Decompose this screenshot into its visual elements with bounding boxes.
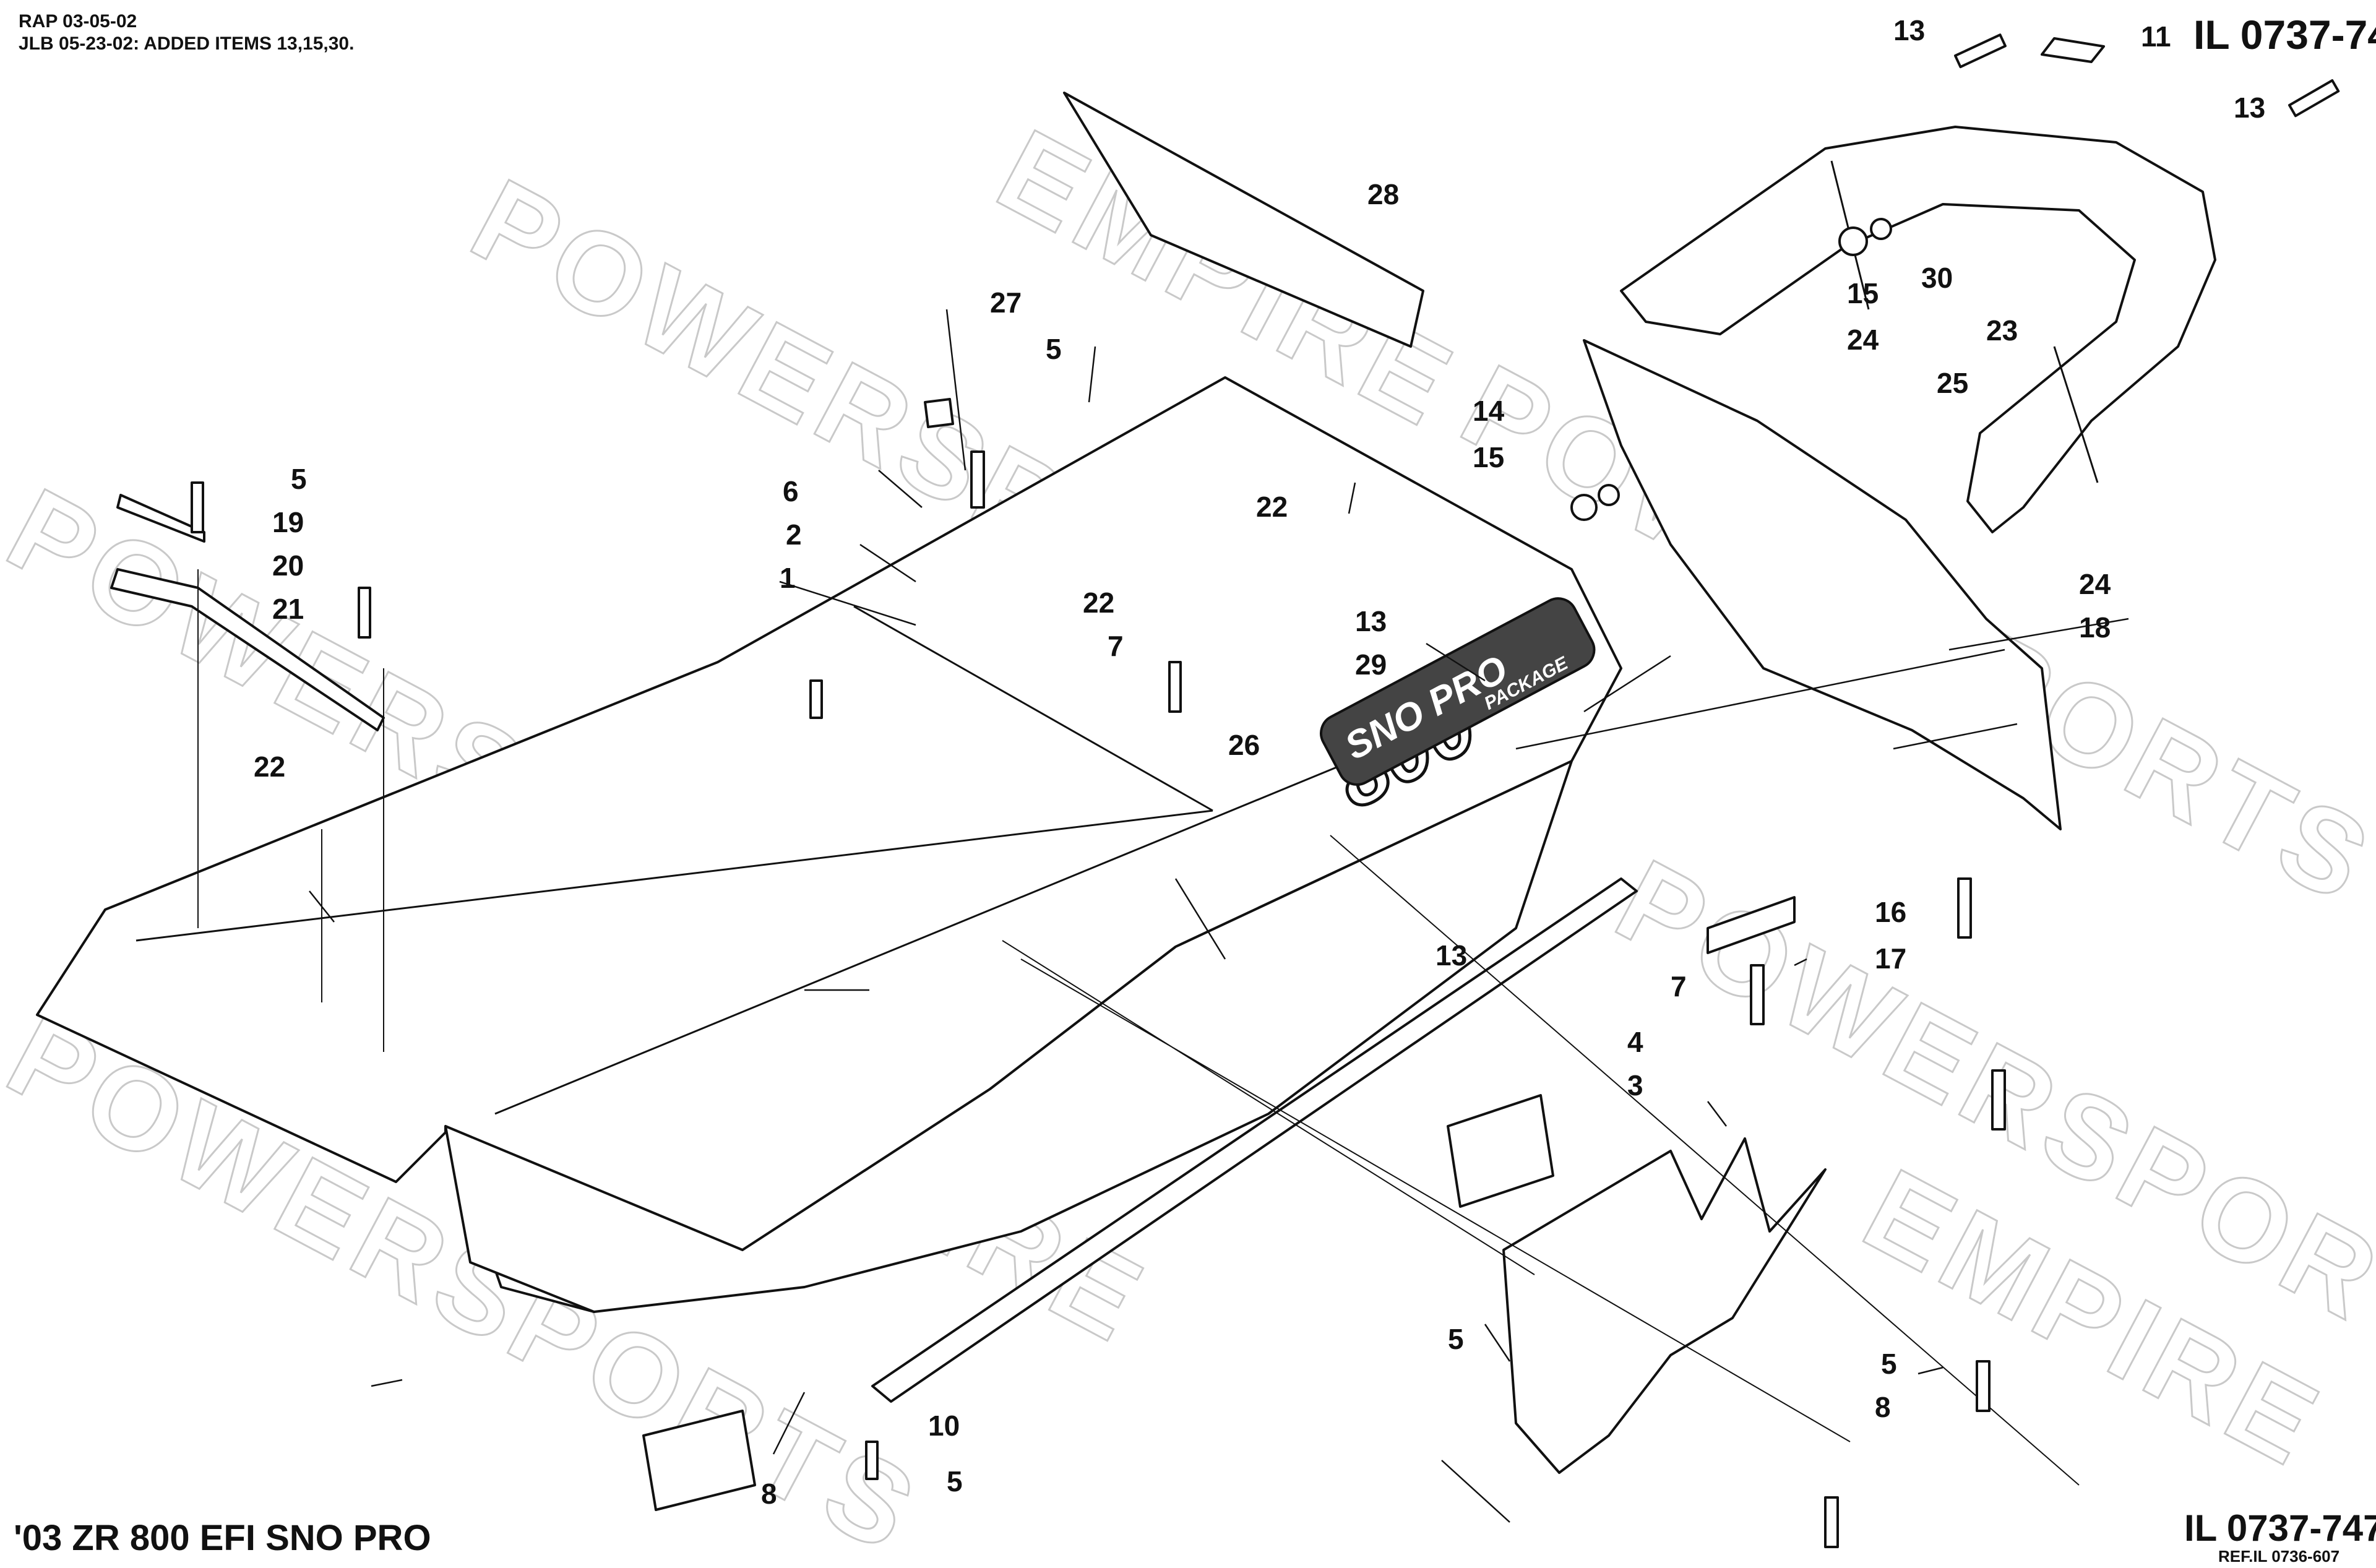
callout-5: 5 (1881, 1348, 1897, 1380)
callout-24: 24 (2079, 568, 2111, 600)
callout-22: 22 (254, 751, 285, 783)
callout-10: 10 (928, 1410, 960, 1442)
rear-bumper (1583, 339, 2062, 830)
bolt (191, 481, 204, 533)
bolt (970, 450, 985, 509)
fasteners (191, 33, 2340, 1548)
runner (871, 877, 1638, 1403)
leader-lines (309, 309, 2129, 1523)
model-title: '03 ZR 800 EFI SNO PRO (14, 1518, 431, 1558)
callout-26: 26 (1228, 729, 1260, 761)
callout-8: 8 (761, 1478, 777, 1510)
callout-30: 30 (1921, 262, 1953, 294)
callout-23: 23 (1986, 314, 2018, 347)
callout-3: 3 (1627, 1069, 1643, 1101)
bolt (1976, 1360, 1991, 1412)
nut (1838, 226, 1868, 256)
callout-21: 21 (272, 593, 304, 625)
callout-13: 13 (1355, 605, 1387, 637)
callout-20: 20 (272, 549, 304, 582)
callout-17: 17 (1875, 942, 1906, 975)
callout-4: 4 (1627, 1026, 1643, 1058)
bolt (1750, 964, 1765, 1025)
callout-13: 13 (1893, 14, 1925, 46)
callout-18: 18 (2079, 611, 2111, 644)
rail-bracket (116, 494, 205, 543)
bolt (865, 1441, 879, 1480)
callout-5: 5 (1046, 333, 1062, 365)
reference-number: REF.IL 0736-607 (2218, 1547, 2340, 1566)
callout-1: 1 (780, 562, 796, 594)
bolt (809, 679, 823, 719)
hitch-plate (1447, 1094, 1554, 1208)
tunnel (36, 376, 1622, 1313)
snow-flap (1502, 1137, 1827, 1474)
callout-19: 19 (272, 506, 304, 538)
callout-5: 5 (1448, 1323, 1464, 1355)
bolt (1954, 33, 2007, 69)
assembly-lines (197, 569, 2080, 1486)
callout-2: 2 (786, 519, 802, 551)
decal-11 (2041, 37, 2105, 63)
callout-15: 15 (1847, 277, 1879, 309)
callout-27: 27 (990, 286, 1022, 319)
lower-mount-plate (642, 1410, 756, 1511)
bolt (1991, 1069, 2006, 1131)
callout-6: 6 (783, 475, 799, 507)
callout-16: 16 (1875, 896, 1906, 928)
bolt (2288, 79, 2340, 118)
illustration-number-top: IL 0737-747 (2193, 12, 2376, 58)
callout-22: 22 (1256, 491, 1288, 523)
illustration-number-bottom: IL 0737-747 (2184, 1507, 2376, 1549)
callout-25: 25 (1937, 367, 1968, 399)
decal-27 (924, 398, 954, 428)
callout-29: 29 (1355, 648, 1387, 681)
revision-note-2: JLB 05-23-02: ADDED ITEMS 13,15,30. (19, 33, 355, 54)
callout-8: 8 (1875, 1391, 1891, 1423)
revision-note-1: RAP 03-05-02 (19, 11, 137, 32)
bolt (1168, 661, 1182, 713)
callout-13: 13 (1436, 939, 1467, 971)
bolt (1957, 877, 1972, 939)
callout-22: 22 (1083, 587, 1114, 619)
washer (1598, 484, 1620, 506)
callout-5: 5 (291, 463, 307, 495)
washer (1870, 218, 1892, 240)
callout-5: 5 (947, 1465, 963, 1497)
callout-7: 7 (1671, 970, 1687, 1002)
callout-24: 24 (1847, 324, 1879, 356)
callout-15: 15 (1473, 441, 1504, 473)
callout-28: 28 (1367, 178, 1399, 210)
callout-14: 14 (1473, 395, 1505, 427)
callouts: 1 2 3 4 5 5 5 5 5 5 6 7 7 8 8 10 11 13 1… (254, 14, 2265, 1510)
reflector (1707, 896, 1796, 954)
bolt (1824, 1496, 1839, 1548)
nut (1570, 494, 1598, 521)
callout-11: 11 (2141, 20, 2171, 53)
callout-7: 7 (1108, 630, 1124, 662)
seat-mount-plate (1063, 92, 1424, 348)
callout-13: 13 (2234, 92, 2265, 124)
bolt (358, 587, 371, 639)
